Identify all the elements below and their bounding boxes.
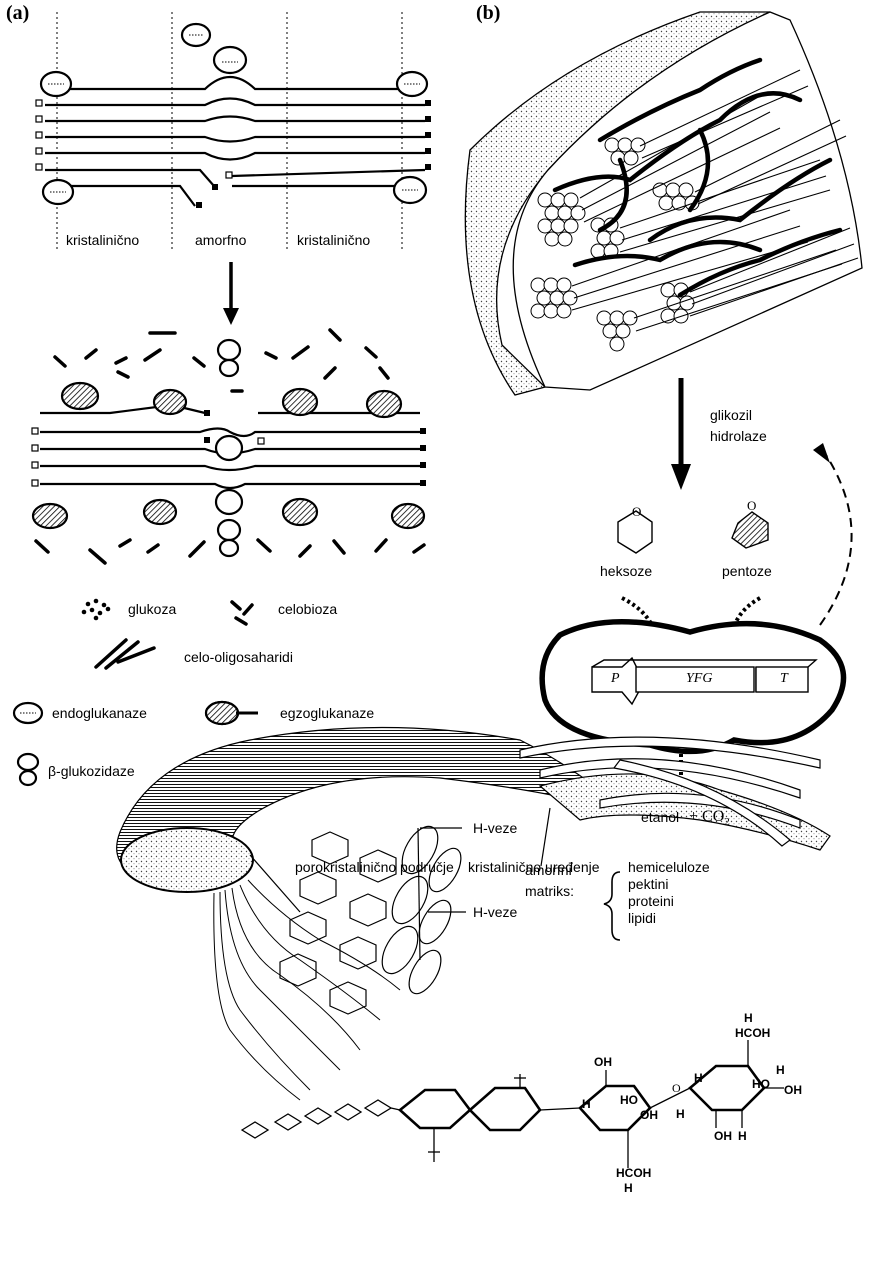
struct-oh-2: OH <box>640 1107 658 1123</box>
struct-oh-3: OH <box>784 1082 802 1098</box>
pentose-ring <box>732 512 768 548</box>
struct-hcoh-bottom: HCOH <box>616 1165 651 1181</box>
struct-h-top: H <box>744 1010 753 1026</box>
pentose-ring-o: O <box>747 498 756 514</box>
legend-egzoglukanaze: egzoglukanaze <box>280 705 374 721</box>
matrix-item-lipidi: lipidi <box>628 910 656 926</box>
region-label-amorphous: amorfno <box>195 232 246 248</box>
panel-b-down-arrow <box>671 378 691 490</box>
hexose-label: heksoze <box>600 563 652 579</box>
enzyme-label-line2: hidrolaze <box>710 428 767 444</box>
struct-hcoh-top: HCOH <box>735 1025 770 1041</box>
matrix-item-hemiceluloze: hemiceluloze <box>628 859 710 875</box>
legend-celo-oligosaharidi: celo-oligosaharidi <box>184 649 293 665</box>
legend-glukoza: glukoza <box>128 601 176 617</box>
struct-o-3: O <box>672 1080 681 1096</box>
struct-h-3: H <box>738 1128 747 1144</box>
region-label-crystalline-left: kristalinično <box>66 232 139 248</box>
gene-terminator-label: T <box>780 671 788 687</box>
struct-ho-1: HO <box>620 1092 638 1108</box>
enzyme-label-line1: glikozil <box>710 407 752 423</box>
feedback-arrow <box>813 443 852 625</box>
matrix-label-line2: matriks: <box>525 883 574 899</box>
panel-a-label: (a) <box>6 2 29 24</box>
h-bond-label-bottom: H-veze <box>473 904 517 920</box>
matrix-item-proteini: proteini <box>628 893 674 909</box>
legend-beta-glukozidaze: β-glukozidaze <box>48 763 135 779</box>
hexose-ring-o: O <box>632 504 641 520</box>
legend-celobioza: celobioza <box>278 601 337 617</box>
struct-h-4: H <box>694 1070 703 1086</box>
region-label-crystalline-right: kristalinično <box>297 232 370 248</box>
panel-a-down-arrow <box>223 262 239 325</box>
panel-b-label: (b) <box>476 2 500 24</box>
struct-h-5: H <box>582 1096 591 1112</box>
panel-a-top-diagram <box>36 12 431 252</box>
product-ethanol: etanol <box>641 809 679 825</box>
gene-name-label: YFG <box>686 671 712 687</box>
h-bond-label-top: H-veze <box>473 820 517 836</box>
legend-endoglukanaze: endoglukanaze <box>52 705 147 721</box>
struct-oh-1: OH <box>594 1054 612 1070</box>
paracrystalline-region-label: porokristalinično područje <box>295 859 454 875</box>
gene-promoter-label: P <box>611 671 620 687</box>
matrix-item-pektini: pektini <box>628 876 668 892</box>
cellulose-chain-structure <box>242 1040 784 1168</box>
struct-oh-4: OH <box>714 1128 732 1144</box>
struct-h-bottom: H <box>624 1180 633 1196</box>
struct-h-1: H <box>676 1106 685 1122</box>
struct-h-2: H <box>776 1062 785 1078</box>
panel-b-fiber-block <box>465 12 862 395</box>
panel-a-bottom-diagram <box>32 330 426 563</box>
product-co2: + CO2 <box>689 808 730 831</box>
struct-ho-2: HO <box>752 1076 770 1092</box>
crystalline-order-label: kristalinično uređenje <box>468 859 600 875</box>
pentose-label: pentoze <box>722 563 772 579</box>
